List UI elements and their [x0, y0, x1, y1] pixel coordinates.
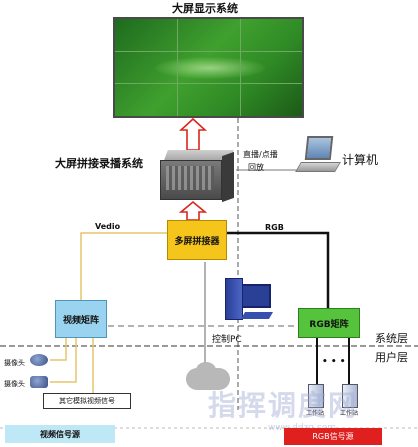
rgb-source-box: RGB信号源 [284, 428, 382, 445]
recorder-label: 大屏拼接录播系统 [55, 157, 143, 170]
workstation-icon-1 [308, 384, 324, 408]
system-layer-label: 系统层 [375, 332, 408, 345]
workstation-icon-2 [342, 384, 358, 408]
rgb-label: RGB [265, 223, 284, 232]
laptop-base [295, 162, 341, 172]
vedio-line [80, 232, 167, 300]
vedio-label: Vedio [95, 222, 121, 231]
rgb-matrix-box: RGB矩阵 [298, 308, 360, 338]
arrow-up-to-recorder [178, 200, 208, 221]
camera-label-1: 摄像头 [4, 359, 25, 367]
pc-keyboard [240, 312, 274, 319]
workstation-label-2: 工作站 [340, 410, 359, 417]
network-cloud-puff [196, 362, 216, 378]
server-side [222, 151, 234, 203]
camera-line-2 [50, 338, 77, 383]
camera-label-2: 摄像头 [4, 380, 25, 388]
camera-icon-1 [30, 354, 48, 366]
camera-icon-2 [30, 376, 48, 388]
workstation-label-1: 工作站 [306, 410, 325, 417]
control-pc-label: 控制PC [212, 335, 242, 345]
computer-label: 计算机 [342, 153, 379, 167]
camera-line-1 [50, 338, 67, 361]
video-wall-grid-h1 [115, 51, 302, 52]
video-wall-glow [155, 57, 265, 79]
workstation-ellipsis: • • • [322, 357, 346, 367]
video-wall-title: 大屏显示系统 [172, 2, 238, 15]
arrow-up-to-wall [178, 117, 208, 151]
video-wall-grid-v2 [240, 19, 241, 116]
pc-monitor [241, 284, 271, 308]
video-matrix-box: 视频矩阵 [55, 300, 107, 338]
playback-label: 回放 [248, 163, 264, 172]
server-bays [166, 166, 214, 190]
laptop-icon [295, 136, 341, 180]
video-wall-grid-v1 [177, 19, 178, 116]
recorder-server [160, 150, 236, 203]
rgb-line [227, 231, 330, 308]
video-source-box: 视频信号源 [5, 425, 115, 443]
video-wall [113, 17, 304, 118]
laptop-screen [304, 136, 334, 160]
control-pc-icon [225, 278, 275, 334]
watermark-text: 指挥调度网 [208, 389, 359, 422]
other-analog-box: 其它模拟视频信号 [43, 393, 131, 409]
user-layer-label: 用户层 [375, 351, 408, 364]
splicer-box: 多屏拼接器 [167, 220, 227, 260]
video-wall-grid-h2 [115, 83, 302, 84]
live-vod-label: 直播/点播 [243, 150, 278, 159]
pc-tower [225, 278, 243, 320]
